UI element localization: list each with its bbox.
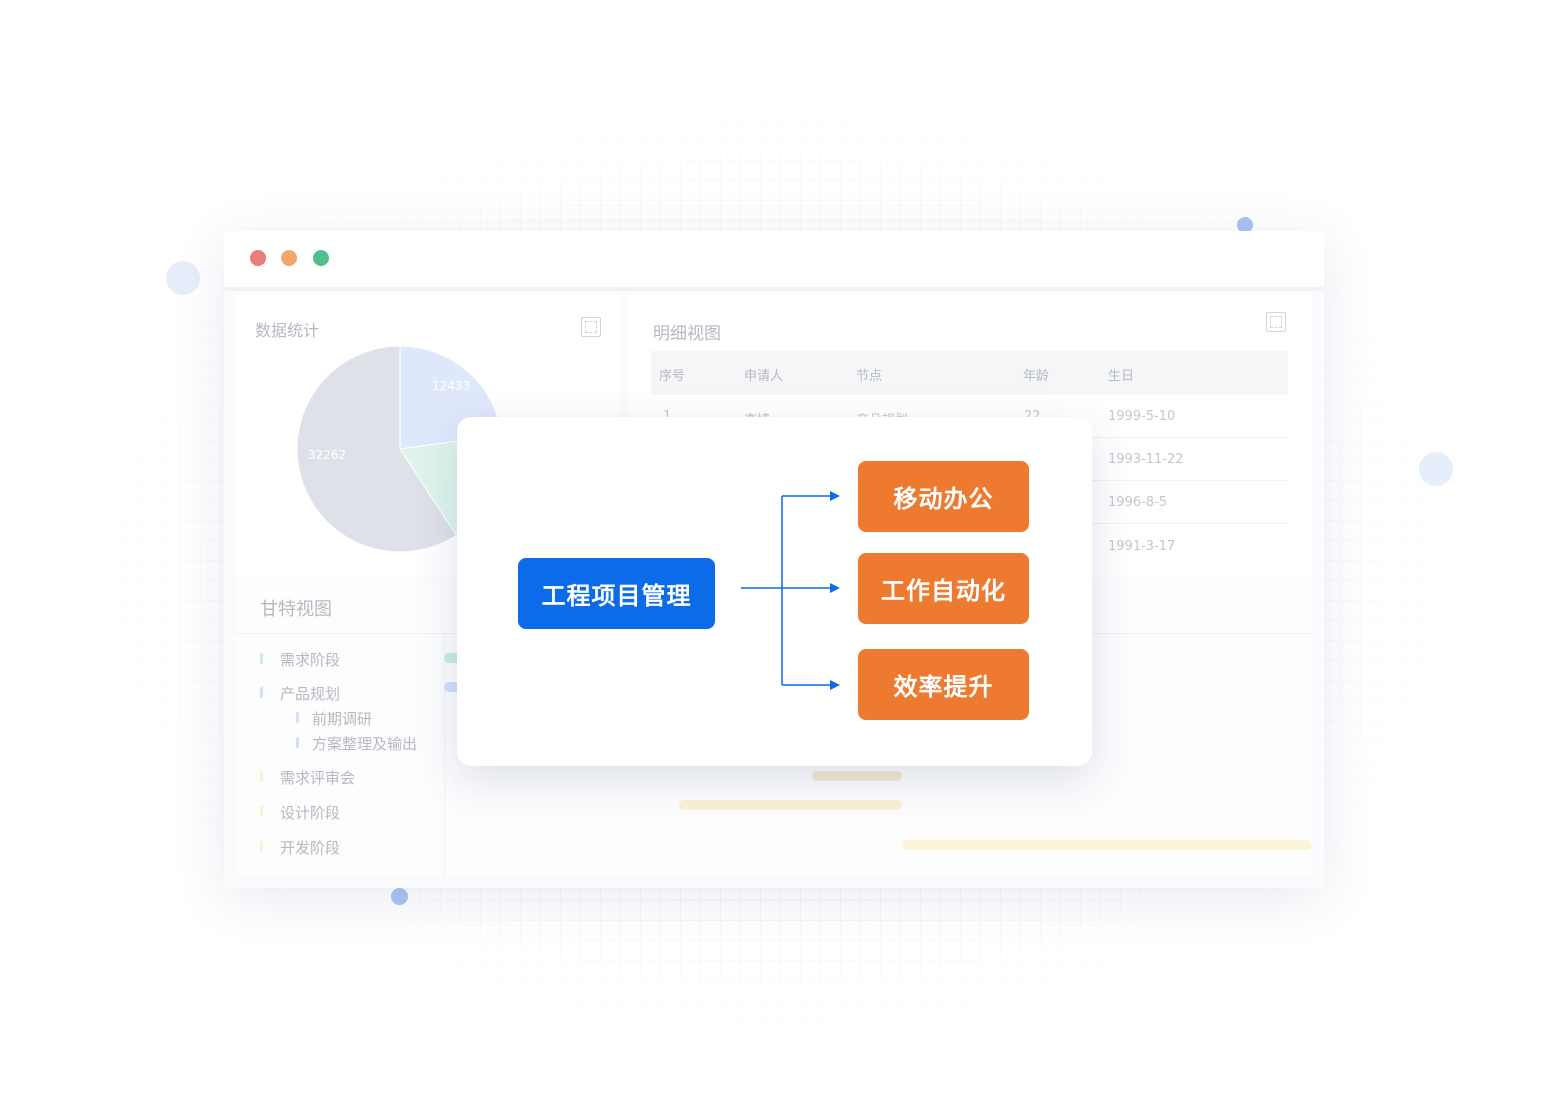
decor-dot (391, 888, 408, 905)
gantt-item[interactable]: 产品规划 (280, 685, 341, 703)
gantt-bar[interactable] (812, 771, 902, 781)
gantt-item-marker (260, 687, 263, 698)
table-header (651, 351, 1288, 395)
gantt-bar[interactable] (679, 800, 902, 810)
table-cell: 1 (663, 409, 671, 424)
root-node[interactable]: 工程项目管理 (518, 558, 715, 629)
expand-icon[interactable] (581, 317, 601, 337)
column-header[interactable]: 申请人 (744, 369, 784, 384)
table-cell: 1999-5-10 (1108, 409, 1176, 424)
gantt-item[interactable]: 需求评审会 (280, 769, 356, 787)
close-dot[interactable] (250, 250, 266, 266)
detail-panel-title: 明细视图 (653, 324, 721, 344)
minimize-dot[interactable] (281, 250, 297, 266)
gantt-item[interactable]: 需求阶段 (280, 651, 341, 669)
column-header[interactable]: 年龄 (1023, 369, 1050, 384)
decor-dot (1419, 452, 1453, 486)
decor-dot (166, 261, 200, 295)
gantt-item[interactable]: 前期调研 (312, 710, 373, 728)
child-node[interactable]: 移动办公 (858, 461, 1029, 532)
gantt-item-marker (260, 806, 263, 817)
maximize-dot[interactable] (313, 250, 329, 266)
expand-icon[interactable] (1266, 312, 1286, 332)
gantt-bar[interactable] (902, 840, 1312, 850)
column-header[interactable]: 生日 (1108, 369, 1135, 384)
table-cell: 1996-8-5 (1108, 495, 1168, 510)
child-node[interactable]: 工作自动化 (858, 553, 1029, 624)
gantt-item-marker (296, 737, 299, 748)
mindmap-connectors (741, 491, 840, 690)
gantt-item-marker (260, 841, 263, 852)
gantt-item-marker (260, 653, 263, 664)
gantt-panel-title: 甘特视图 (260, 599, 332, 620)
decor-dot (1237, 217, 1253, 233)
title-bar (224, 231, 1324, 291)
gantt-item-marker (296, 712, 299, 723)
child-node[interactable]: 效率提升 (858, 649, 1029, 720)
pie-data-label: 12433 (432, 379, 471, 393)
column-header[interactable]: 节点 (856, 369, 883, 384)
table-cell: 1993-11-22 (1108, 452, 1184, 467)
gantt-item[interactable]: 设计阶段 (280, 804, 341, 822)
pie-data-label: 32262 (308, 448, 347, 462)
gantt-item[interactable]: 方案整理及输出 (312, 735, 418, 753)
stats-panel-title: 数据统计 (255, 321, 320, 340)
gantt-column-divider (444, 633, 445, 877)
column-header[interactable]: 序号 (659, 369, 686, 384)
mindmap-card: 工程项目管理 移动办公 工作自动化 效率提升 (457, 417, 1092, 766)
gantt-item-marker (260, 771, 263, 782)
table-cell: 1991-3-17 (1108, 539, 1176, 554)
gantt-item[interactable]: 开发阶段 (280, 839, 341, 857)
pie-slice-2[interactable] (296, 345, 457, 553)
